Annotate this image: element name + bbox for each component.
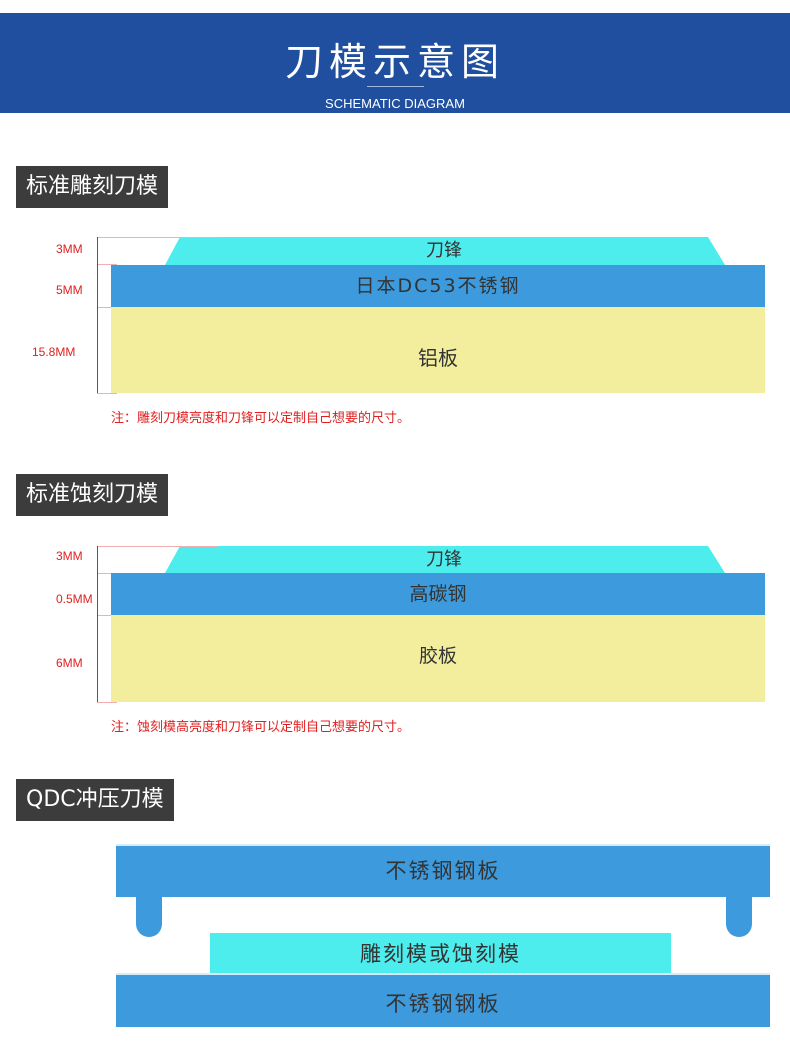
bottom-steel-plate: 不锈钢钢板 <box>116 973 770 1027</box>
dim-label-blade: 3MM <box>56 549 83 563</box>
dim-guide <box>97 307 117 308</box>
base-layer: 铝板 <box>111 307 765 393</box>
dim-guide <box>97 546 217 547</box>
base-layer: 胶板 <box>111 615 765 702</box>
steel-layer: 高碳钢 <box>111 573 765 615</box>
steel-layer: 日本DC53不锈钢 <box>111 265 765 307</box>
dim-guide <box>97 237 217 238</box>
dim-guide <box>97 573 117 574</box>
dim-guide <box>97 264 117 265</box>
dim-guide <box>97 393 117 394</box>
dim-label-base: 6MM <box>56 656 83 670</box>
header-banner: 刀模示意图 SCHEMATIC DIAGRAM <box>0 13 790 113</box>
section-3-title: QDC冲压刀模 <box>16 779 174 821</box>
note-1: 注：雕刻刀模亮度和刀锋可以定制自己想要的尺寸。 <box>111 411 411 426</box>
blade-shape-1 <box>165 237 725 265</box>
guide-peg-right <box>726 895 752 937</box>
dimension-line <box>97 237 98 393</box>
dimension-line <box>97 546 98 702</box>
section-2-title: 标准蚀刻刀模 <box>16 474 169 516</box>
blade-label: 刀锋 <box>426 240 462 261</box>
dim-label-blade: 3MM <box>56 242 83 256</box>
top-steel-plate: 不锈钢钢板 <box>116 844 770 897</box>
dim-guide <box>97 702 117 703</box>
title-divider <box>367 86 424 87</box>
page-title: 刀模示意图 <box>284 40 505 84</box>
dim-label-base: 15.8MM <box>32 345 76 359</box>
section-1-title: 标准雕刻刀模 <box>16 166 169 208</box>
dim-label-steel: 0.5MM <box>56 592 93 606</box>
blade-shape-2 <box>165 546 725 573</box>
guide-peg-left <box>136 895 162 937</box>
blade-label: 刀锋 <box>426 549 462 570</box>
die-layer: 雕刻模或蚀刻模 <box>210 933 671 973</box>
dim-guide <box>97 615 117 616</box>
note-2: 注：蚀刻模高亮度和刀锋可以定制自己想要的尺寸。 <box>111 720 411 735</box>
dim-label-steel: 5MM <box>56 283 83 297</box>
page-subtitle: SCHEMATIC DIAGRAM <box>325 96 465 111</box>
